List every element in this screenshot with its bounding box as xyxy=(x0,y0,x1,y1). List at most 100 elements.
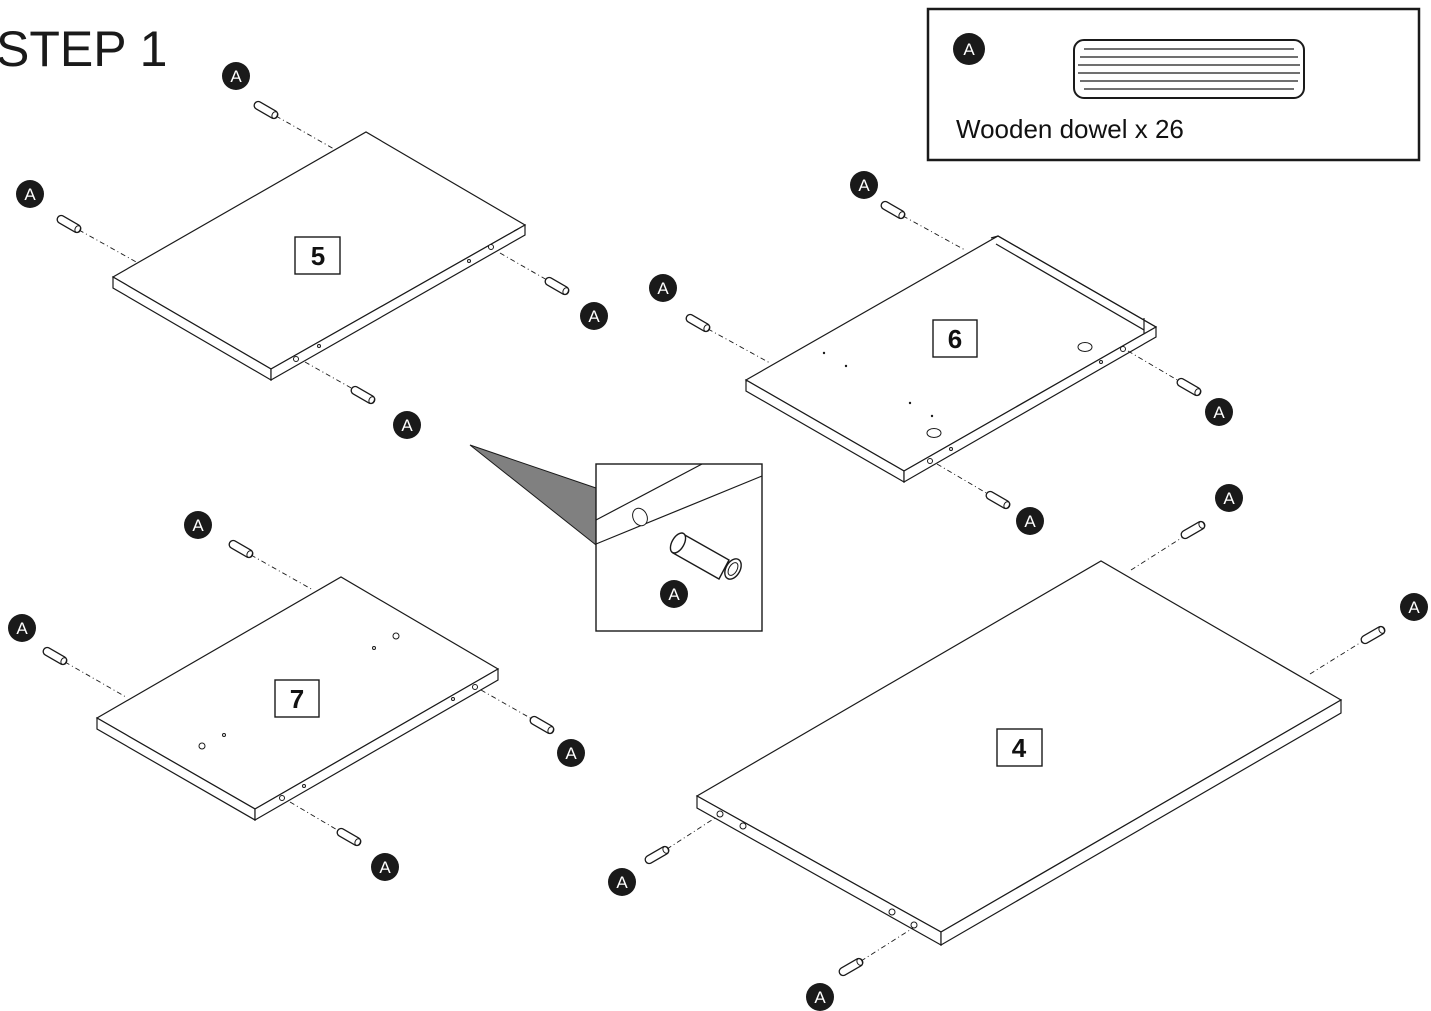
panel-5-label-box xyxy=(294,236,341,275)
dowel-indicator: A xyxy=(1127,350,1233,426)
dowel-indicator: A xyxy=(850,171,966,251)
dowel-badge-letter: A xyxy=(24,185,36,204)
dowel-leader-line xyxy=(78,229,139,264)
dowel-indicator: A xyxy=(1130,484,1243,571)
zoom-badge: A xyxy=(660,580,688,608)
zoom-badge-letter: A xyxy=(668,585,680,604)
dowel-badge: A xyxy=(608,868,636,896)
dowel-indicator: A xyxy=(304,361,421,439)
dowel-indicator: A xyxy=(184,511,314,591)
dowel-badge-letter: A xyxy=(1408,598,1420,617)
dowel-leader-line xyxy=(480,689,533,720)
dowel-icon xyxy=(880,200,906,220)
panel-5: 5 xyxy=(111,131,527,382)
panel-7-label-box xyxy=(274,679,320,718)
dowel-leader-line xyxy=(250,554,314,591)
dowel-indicator: A xyxy=(649,274,771,364)
dowel-badge: A xyxy=(649,274,677,302)
dowel-icon xyxy=(1180,520,1206,540)
dowel-icon xyxy=(1360,625,1386,645)
dowel-badge: A xyxy=(806,983,834,1011)
dowel-indicator: A xyxy=(1309,593,1428,675)
dowel-badge-letter: A xyxy=(1213,403,1225,422)
zoom-dowel xyxy=(669,532,742,580)
dowel-icon xyxy=(985,490,1011,510)
dowel-indicator: A xyxy=(8,614,127,698)
dowel-icon xyxy=(838,957,864,977)
panel-5-label: 5 xyxy=(311,241,325,271)
dowel-badge-letter: A xyxy=(657,279,669,298)
dowel-leader-line xyxy=(860,927,914,962)
dowel-icon xyxy=(56,214,82,234)
dowel-icon xyxy=(644,845,670,865)
dowel-badge-letter: A xyxy=(1024,512,1036,531)
dowel-badge-letter: A xyxy=(379,858,391,877)
legend-badge-letter: A xyxy=(963,40,975,59)
dowel-badge-letter: A xyxy=(858,176,870,195)
panel-7: 7 xyxy=(95,576,500,822)
dowel-badge: A xyxy=(16,180,44,208)
dowel-leader-line xyxy=(64,661,127,698)
dowel-badge: A xyxy=(557,739,585,767)
panel-6-label-box xyxy=(932,319,978,358)
panel-6: 6 xyxy=(744,235,1158,484)
step-title: STEP 1 xyxy=(0,21,167,77)
dowel-leader-line xyxy=(275,115,335,150)
dowel-badge: A xyxy=(371,853,399,881)
dowel-icon xyxy=(228,539,254,559)
dowel-icon xyxy=(544,276,570,296)
dowel-badge: A xyxy=(1205,398,1233,426)
dowel-leader-line xyxy=(902,215,966,251)
dowel-indicators: A A A A A A A A A A A A A A A A xyxy=(8,62,1428,1011)
dowel-leader-line xyxy=(707,328,771,364)
dowel-icon xyxy=(1176,377,1202,397)
dowel-badge-letter: A xyxy=(814,988,826,1007)
dowel-leader-line xyxy=(1127,350,1180,382)
dowel-badge: A xyxy=(393,411,421,439)
dowel-leader-line xyxy=(666,815,719,850)
dowel-leader-line xyxy=(499,252,548,281)
dowel-badge: A xyxy=(850,171,878,199)
dowel-badge-letter: A xyxy=(401,416,413,435)
parts-legend: A Wooden dowel x 26 xyxy=(926,7,1421,162)
dowel-indicator: A xyxy=(222,62,335,150)
dowel-leader-line xyxy=(304,361,354,390)
dowel-leader-line xyxy=(1309,640,1364,675)
dowel-indicator: A xyxy=(16,180,139,264)
zoom-callout: A xyxy=(469,444,763,632)
callout-pointer xyxy=(469,444,597,547)
dowel-icon xyxy=(336,827,362,847)
dowel-indicator: A xyxy=(936,463,1044,535)
dowel-badge-letter: A xyxy=(1223,489,1235,508)
dowel-badge: A xyxy=(184,511,212,539)
dowel-badge: A xyxy=(8,614,36,642)
dowel-icon xyxy=(529,715,555,735)
panel-4-label: 4 xyxy=(1012,733,1027,763)
dowel-badge: A xyxy=(1215,484,1243,512)
legend-caption: Wooden dowel x 26 xyxy=(956,114,1184,144)
dowel-indicator: A xyxy=(806,927,914,1011)
dowel-indicator: A xyxy=(480,689,585,767)
dowel-badge-letter: A xyxy=(565,744,577,763)
dowel-leader-line xyxy=(936,463,989,495)
dowel-leader-line xyxy=(289,801,340,832)
panel-4: 4 xyxy=(695,560,1343,947)
panel-4-label-box xyxy=(996,728,1043,767)
dowel-icon xyxy=(350,385,376,405)
legend-badge: A xyxy=(953,33,985,65)
dowel-indicator: A xyxy=(499,252,608,330)
dowel-badge-letter: A xyxy=(16,619,28,638)
panel-6-label: 6 xyxy=(948,324,962,354)
dowel-badge-letter: A xyxy=(616,873,628,892)
panel-7-label: 7 xyxy=(290,684,304,714)
dowel-indicator: A xyxy=(608,815,719,896)
dowel-badge: A xyxy=(580,302,608,330)
dowel-icon xyxy=(685,313,711,333)
dowel-badge: A xyxy=(1016,507,1044,535)
dowel-badge: A xyxy=(222,62,250,90)
dowel-legend-icon xyxy=(1073,39,1305,99)
dowel-icon xyxy=(253,100,279,120)
dowel-badge-letter: A xyxy=(192,516,204,535)
